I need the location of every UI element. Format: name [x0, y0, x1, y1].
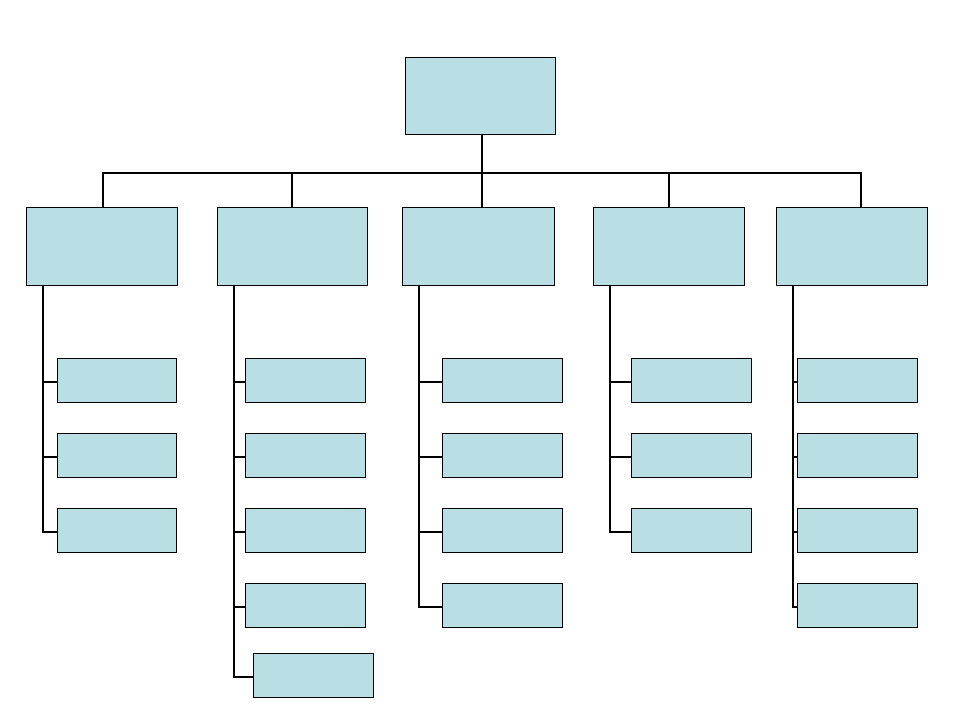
child-stub-connector — [233, 606, 247, 608]
child-spine-connector — [233, 286, 235, 676]
child-stub-connector — [792, 606, 799, 608]
child-stub-connector — [792, 456, 799, 458]
branch-drop-connector — [481, 172, 483, 207]
branch-2-node[interactable] — [217, 207, 368, 286]
branch-1-child-3-node[interactable] — [57, 508, 177, 553]
branch-2-child-1-node[interactable] — [245, 358, 366, 403]
child-stub-connector — [42, 456, 59, 458]
branch-3-child-4-node[interactable] — [442, 583, 563, 628]
branch-5-child-4-node[interactable] — [797, 583, 918, 628]
branch-5-child-2-node[interactable] — [797, 433, 918, 478]
branch-5-child-3-node[interactable] — [797, 508, 918, 553]
child-spine-connector — [609, 286, 611, 531]
child-stub-connector — [418, 456, 444, 458]
child-stub-connector — [609, 531, 633, 533]
child-stub-connector — [792, 531, 799, 533]
child-stub-connector — [792, 381, 799, 383]
child-stub-connector — [609, 456, 633, 458]
branch-2-child-5-node[interactable] — [253, 653, 374, 698]
child-stub-connector — [418, 381, 444, 383]
branch-2-child-3-node[interactable] — [245, 508, 366, 553]
branch-5-child-1-node[interactable] — [797, 358, 918, 403]
branch-3-child-3-node[interactable] — [442, 508, 563, 553]
branch-drop-connector — [860, 172, 862, 207]
branch-4-node[interactable] — [593, 207, 745, 286]
branch-4-child-1-node[interactable] — [631, 358, 752, 403]
root-stem-connector — [481, 135, 483, 172]
branch-4-child-3-node[interactable] — [631, 508, 752, 553]
branch-drop-connector — [668, 172, 670, 207]
branch-1-child-1-node[interactable] — [57, 358, 177, 403]
branch-3-node[interactable] — [402, 207, 555, 286]
branch-5-node[interactable] — [776, 207, 928, 286]
branch-3-child-1-node[interactable] — [442, 358, 563, 403]
child-spine-connector — [418, 286, 420, 606]
branch-2-child-2-node[interactable] — [245, 433, 366, 478]
child-stub-connector — [42, 381, 59, 383]
branch-1-node[interactable] — [26, 207, 178, 286]
child-stub-connector — [233, 676, 255, 678]
branch-1-child-2-node[interactable] — [57, 433, 177, 478]
branch-4-child-2-node[interactable] — [631, 433, 752, 478]
child-spine-connector — [42, 286, 44, 531]
child-stub-connector — [233, 531, 247, 533]
child-stub-connector — [233, 381, 247, 383]
branch-2-child-4-node[interactable] — [245, 583, 366, 628]
branch-drop-connector — [291, 172, 293, 207]
branch-drop-connector — [102, 172, 104, 207]
child-stub-connector — [233, 456, 247, 458]
child-stub-connector — [609, 381, 633, 383]
child-stub-connector — [418, 531, 444, 533]
root-node[interactable] — [405, 57, 556, 135]
child-stub-connector — [42, 531, 59, 533]
child-stub-connector — [418, 606, 444, 608]
child-spine-connector — [792, 286, 794, 606]
branch-3-child-2-node[interactable] — [442, 433, 563, 478]
